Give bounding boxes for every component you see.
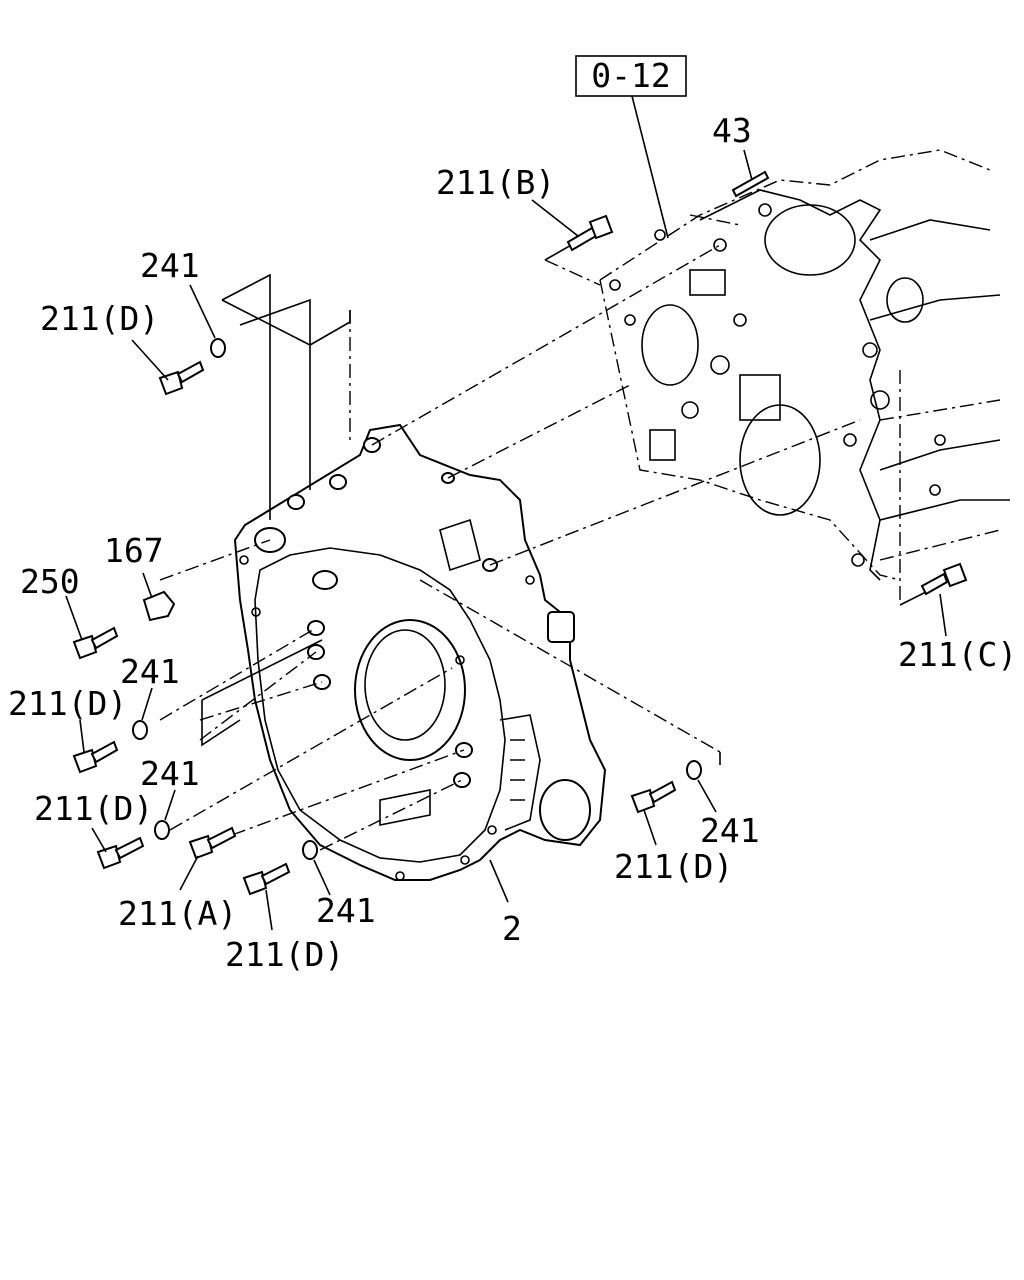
- label-211a: 211(A): [118, 894, 237, 933]
- label-211d-mid: 211(D): [8, 684, 127, 723]
- flywheel-housing: [233, 423, 607, 881]
- label-211c: 211(C): [898, 635, 1017, 674]
- reference-box-label: 0-12: [591, 56, 670, 95]
- label-241-right: 241: [700, 811, 760, 850]
- label-211d-right: 211(D): [614, 847, 733, 886]
- label-241-bot: 241: [316, 891, 376, 930]
- bolt-211d-mid2: [96, 836, 145, 870]
- label-211d-mid2: 211(D): [34, 789, 153, 828]
- bolt-211d-right: [630, 780, 677, 814]
- alignment-lines: [159, 214, 901, 851]
- reference-box: 0-12: [575, 55, 687, 97]
- label-167: 167: [104, 531, 164, 570]
- leader-lines: [65, 95, 947, 931]
- washer-241-mid: [132, 720, 148, 740]
- washer-241-top: [210, 338, 226, 358]
- label-2: 2: [502, 909, 522, 948]
- engine-block: [599, 149, 1010, 581]
- label-43: 43: [712, 111, 752, 150]
- label-211b: 211(B): [436, 163, 555, 202]
- bolt-211d-mid: [72, 740, 119, 774]
- washer-241-mid2: [154, 820, 170, 840]
- part-labels: 43 211(B) 241 211(D) 167 250 241 211(D) …: [8, 111, 1017, 974]
- bolt-211c: [920, 562, 968, 596]
- label-241-top: 241: [140, 246, 200, 285]
- stud-43: [731, 170, 770, 198]
- washer-241-bot: [302, 840, 318, 860]
- label-211d-top: 211(D): [40, 299, 159, 338]
- bolt-211d-bot: [242, 862, 291, 896]
- bolt-211a: [188, 826, 237, 860]
- washer-241-right: [686, 760, 702, 780]
- bolt-211b: [566, 214, 614, 252]
- label-241-mid: 241: [120, 652, 180, 691]
- plug-167: [142, 590, 176, 622]
- label-250: 250: [20, 562, 80, 601]
- bolt-250: [72, 626, 119, 660]
- fasteners: [72, 170, 968, 896]
- label-241-mid2: 241: [140, 754, 200, 793]
- reference-box-frame: [575, 55, 687, 97]
- label-211d-bot: 211(D): [225, 935, 344, 974]
